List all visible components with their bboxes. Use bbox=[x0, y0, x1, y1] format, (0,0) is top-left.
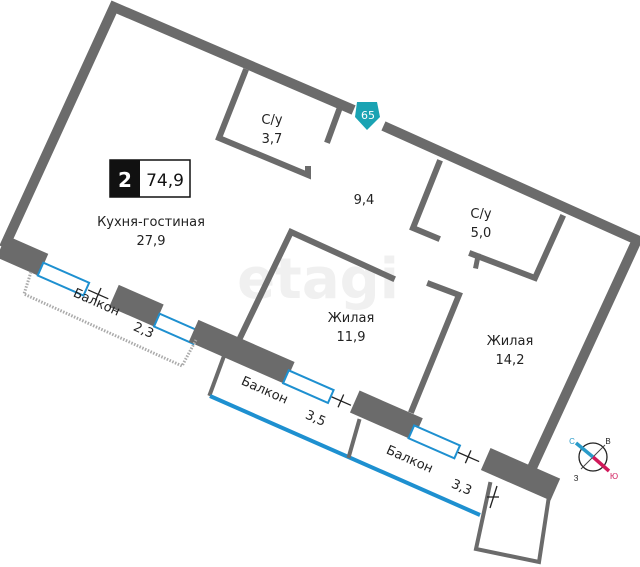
facade bbox=[0, 235, 561, 501]
bathroom1-wall-stub bbox=[324, 106, 343, 144]
wall-block bbox=[480, 448, 561, 501]
compass: С В Ю З bbox=[569, 437, 618, 483]
compass-circle bbox=[578, 442, 608, 472]
room-area: 9,4 bbox=[354, 193, 375, 208]
apartment-badge: 2 74,9 bbox=[109, 159, 191, 198]
room-name: С/у bbox=[261, 113, 282, 128]
wall-block bbox=[0, 235, 49, 276]
wall-block bbox=[109, 284, 164, 327]
compass-west: З bbox=[574, 474, 579, 483]
wall-block bbox=[188, 319, 295, 384]
bedroom-divider-wall bbox=[408, 280, 463, 414]
outer-wall-top-left bbox=[0, 0, 356, 250]
window bbox=[36, 261, 91, 297]
balcony-area: 3,5 bbox=[303, 408, 328, 430]
total-area: 74,9 bbox=[146, 171, 184, 191]
bathroom2-wall-left bbox=[409, 159, 443, 242]
bathroom2-wall-stub bbox=[473, 253, 481, 269]
compass-north-arrow bbox=[574, 441, 595, 459]
watermark: etagi bbox=[237, 247, 399, 312]
room-area: 14,2 bbox=[496, 353, 525, 368]
wall-block bbox=[349, 390, 423, 441]
balcony-area: 3,3 bbox=[449, 477, 474, 499]
compass-north: С bbox=[569, 437, 575, 446]
compass-south: Ю bbox=[610, 472, 618, 481]
window bbox=[281, 369, 335, 405]
bathroom2-wall-right bbox=[468, 214, 566, 282]
outer-wall-right bbox=[381, 121, 640, 477]
balcony-1-outline bbox=[22, 271, 198, 368]
compass-east: В bbox=[605, 437, 610, 446]
bedroom1-wall bbox=[235, 228, 396, 343]
balcony-divider bbox=[346, 418, 362, 459]
room-area: 11,9 bbox=[337, 330, 366, 345]
room-area: 5,0 bbox=[471, 226, 492, 241]
room-name: Жилая bbox=[487, 334, 534, 349]
rooms-count: 2 bbox=[118, 168, 132, 192]
entrance-number: 65 bbox=[361, 109, 375, 122]
room-name: С/у bbox=[470, 207, 491, 222]
room-name: Кухня-гостиная bbox=[97, 215, 205, 230]
balcony-2-3-glazing bbox=[209, 394, 481, 517]
room-area: 27,9 bbox=[137, 234, 166, 249]
entrance-marker: 65 bbox=[355, 102, 380, 130]
balcony-doors bbox=[87, 287, 480, 464]
window bbox=[407, 424, 462, 460]
balcony-2-wall bbox=[207, 353, 227, 397]
room-name: Жилая bbox=[328, 311, 375, 326]
storage-door bbox=[487, 485, 499, 509]
walls bbox=[0, 0, 640, 477]
compass-south-arrow bbox=[591, 455, 611, 473]
balcony-name: Балкон bbox=[71, 286, 122, 320]
balcony-3-storage bbox=[473, 481, 552, 565]
bathroom1-wall bbox=[215, 68, 311, 180]
room-area: 3,7 bbox=[262, 132, 283, 147]
balcony-name: Балкон bbox=[384, 443, 435, 477]
